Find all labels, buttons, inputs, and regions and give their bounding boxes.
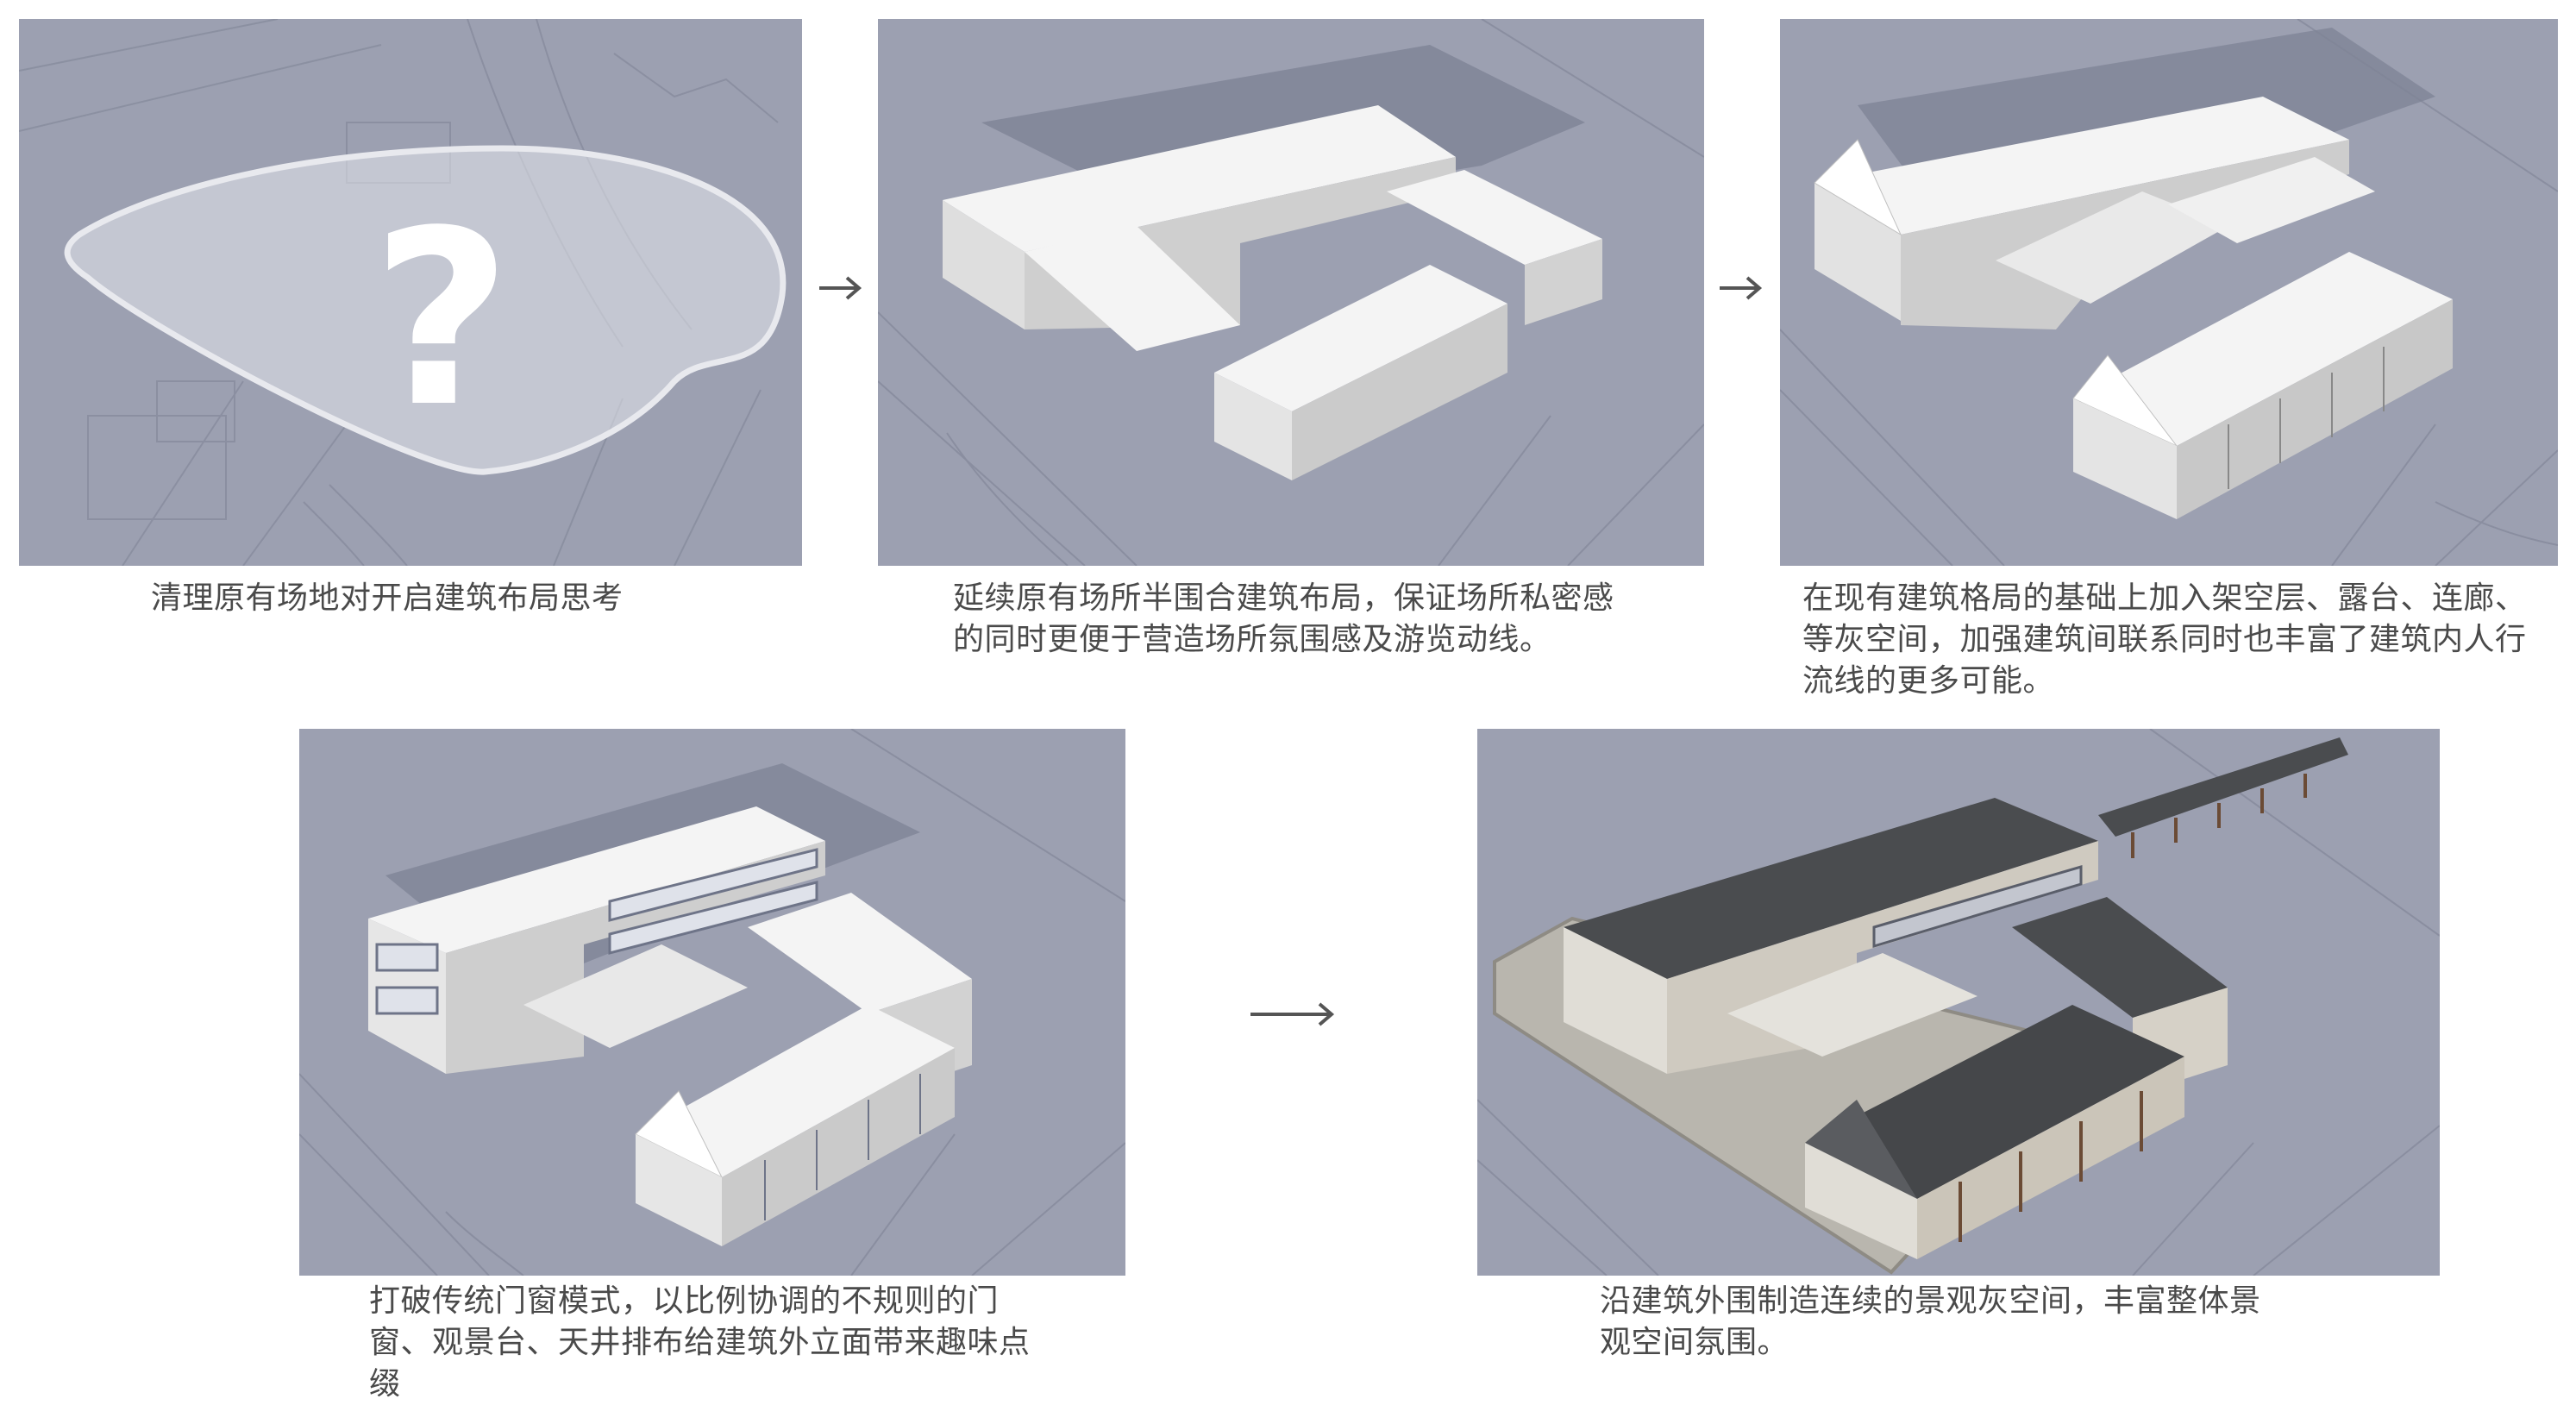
caption-step-1: 清理原有场地对开启建筑布局思考: [151, 580, 624, 616]
arrow-right-icon: [818, 274, 862, 302]
arrow-right-icon: [1718, 274, 1763, 302]
panel-step-3: [1780, 19, 2558, 566]
facade-illustration: [299, 729, 1125, 1276]
arrow-right-long-icon: [1249, 1000, 1335, 1028]
caption-step-2: 延续原有场所半围合建筑布局，保证场所私密感的同时更便于营造场所氛围感及游览动线。: [953, 580, 1614, 657]
caption-step-3: 在现有建筑格局的基础上加入架空层、露台、连廊、等灰空间，加强建筑间联系同时也丰富…: [1802, 580, 2527, 699]
site-boundary: [64, 145, 787, 475]
landscape-illustration: [1477, 729, 2440, 1276]
massing-illustration: [878, 19, 1704, 566]
caption-step-4: 打破传统门窗模式，以比例协调的不规则的门窗、观景台、天井排布给建筑外立面带来趣味…: [369, 1283, 1031, 1402]
gray-space-illustration: [1780, 19, 2558, 566]
panel-step-5: [1477, 729, 2440, 1276]
panel-step-2: [878, 19, 1704, 566]
panel-step-1: ?: [19, 19, 802, 566]
site-plan-illustration: ?: [19, 19, 787, 566]
question-mark: ?: [372, 179, 511, 461]
panel-step-4: [299, 729, 1125, 1276]
caption-step-5: 沿建筑外围制造连续的景观灰空间，丰富整体景观空间氛围。: [1600, 1283, 2261, 1360]
